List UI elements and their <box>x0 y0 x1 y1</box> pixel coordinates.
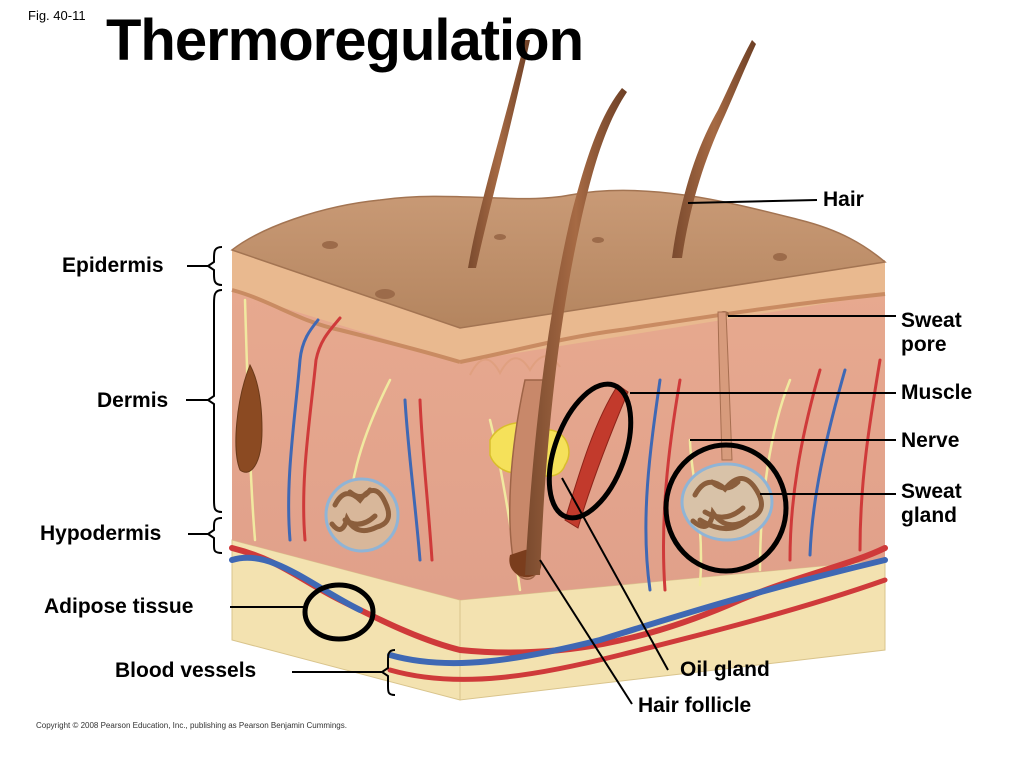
dermis-vessels <box>287 316 882 592</box>
label-sweat-gland-line1: Sweat <box>901 480 962 503</box>
label-blood-vessels: Blood vessels <box>115 659 257 682</box>
label-sweat-pore: Sweat pore <box>901 309 962 357</box>
front-face <box>459 260 886 701</box>
label-hypodermis: Hypodermis <box>40 522 162 545</box>
label-oil-gland: Oil gland <box>680 658 770 681</box>
label-sweat-gland: Sweat gland <box>901 480 962 528</box>
label-epidermis: Epidermis <box>62 254 164 277</box>
page-title: Thermoregulation <box>106 8 584 73</box>
skin-surface <box>230 189 887 329</box>
highlight-circles <box>302 381 789 642</box>
label-muscle: Muscle <box>901 381 973 404</box>
label-sweat-gland-line2: gland <box>901 504 957 528</box>
copyright-notice: Copyright © 2008 Pearson Education, Inc.… <box>36 721 347 730</box>
leader-oil-gland <box>561 477 669 671</box>
leader-hair <box>687 199 818 204</box>
brace-hypodermis <box>206 517 223 554</box>
front-sweat-gland <box>680 462 774 542</box>
leader-lines <box>186 199 896 705</box>
sweat-duct <box>717 311 733 461</box>
label-adipose-tissue: Adipose tissue <box>44 595 194 618</box>
label-dermis: Dermis <box>97 389 169 412</box>
left-sweat-gland <box>324 477 400 553</box>
label-sweat-pore-line2: pore <box>901 333 947 357</box>
leader-hair-follicle <box>539 559 633 705</box>
label-nerve: Nerve <box>901 429 960 452</box>
label-hair: Hair <box>823 188 864 211</box>
arrector-pili-muscle <box>564 384 629 529</box>
left-hair-follicle <box>235 363 263 473</box>
brace-dermis <box>206 289 223 513</box>
figure-label: Fig. 40-11 <box>28 8 86 23</box>
hypodermis-vessels <box>229 545 888 682</box>
label-sweat-pore-line1: Sweat <box>901 309 962 332</box>
label-hair-follicle: Hair follicle <box>638 694 752 717</box>
brace-epidermis <box>206 246 223 286</box>
